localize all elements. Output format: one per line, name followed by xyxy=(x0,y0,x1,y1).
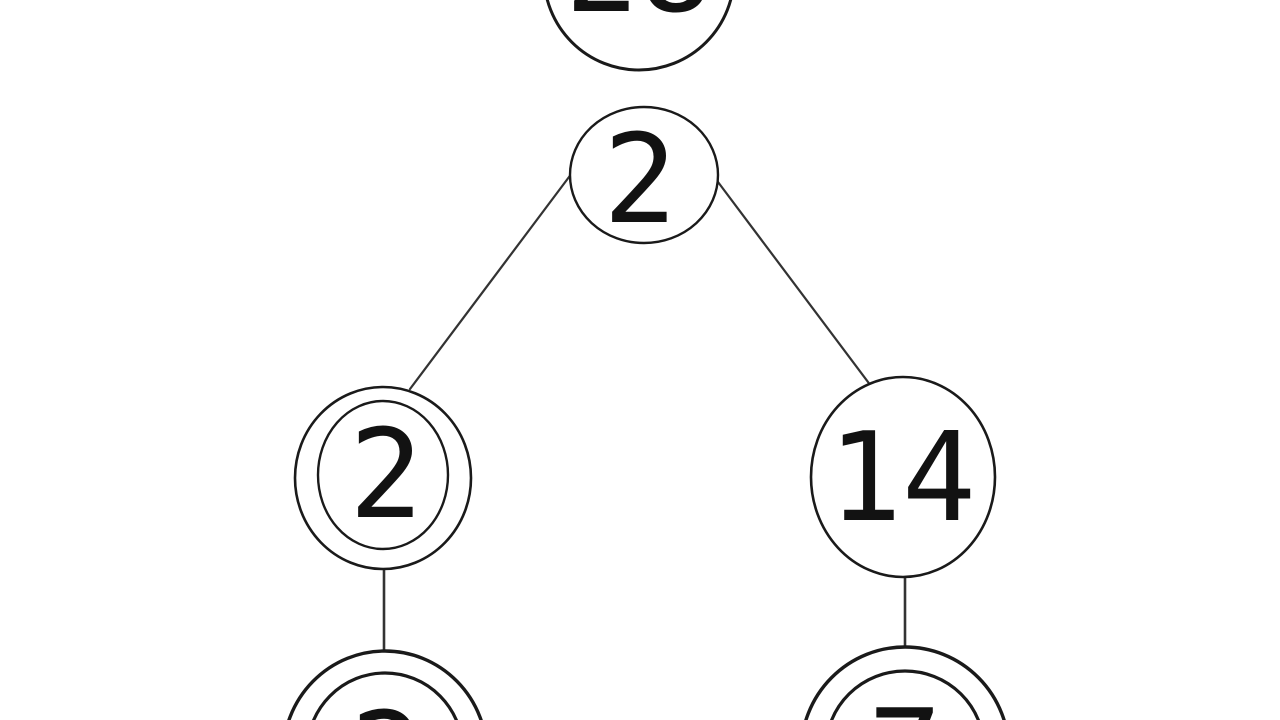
node-circle-inner xyxy=(316,399,450,551)
tree-node-n28: 28 xyxy=(545,0,733,72)
node-label-n2b: 2 xyxy=(349,404,423,547)
node-circle-outer xyxy=(809,375,997,579)
node-label-n2c: 2 xyxy=(350,687,424,720)
node-circle-outer xyxy=(545,0,733,72)
node-label-n7: 7 xyxy=(868,684,942,720)
node-circle-inner xyxy=(829,669,981,720)
tree-edge-n2a-n14 xyxy=(713,176,873,388)
tree-node-n2c: 2 xyxy=(287,649,483,720)
node-circle-outer xyxy=(804,645,1006,720)
node-label-n28: 28 xyxy=(565,0,713,41)
node-circle-outer xyxy=(568,105,720,245)
tree-edge-n2a-n2b xyxy=(408,171,574,391)
tree-node-n2b: 2 xyxy=(293,385,473,571)
node-circle-outer xyxy=(287,649,483,720)
node-circle-inner xyxy=(311,671,459,720)
tree-node-n7: 7 xyxy=(804,645,1006,720)
node-label-n14: 14 xyxy=(828,407,976,550)
tree-node-n14: 14 xyxy=(809,375,997,579)
node-label-n2a: 2 xyxy=(603,109,677,252)
tree-node-n2a: 2 xyxy=(568,105,720,252)
node-circle-outer xyxy=(293,385,473,571)
